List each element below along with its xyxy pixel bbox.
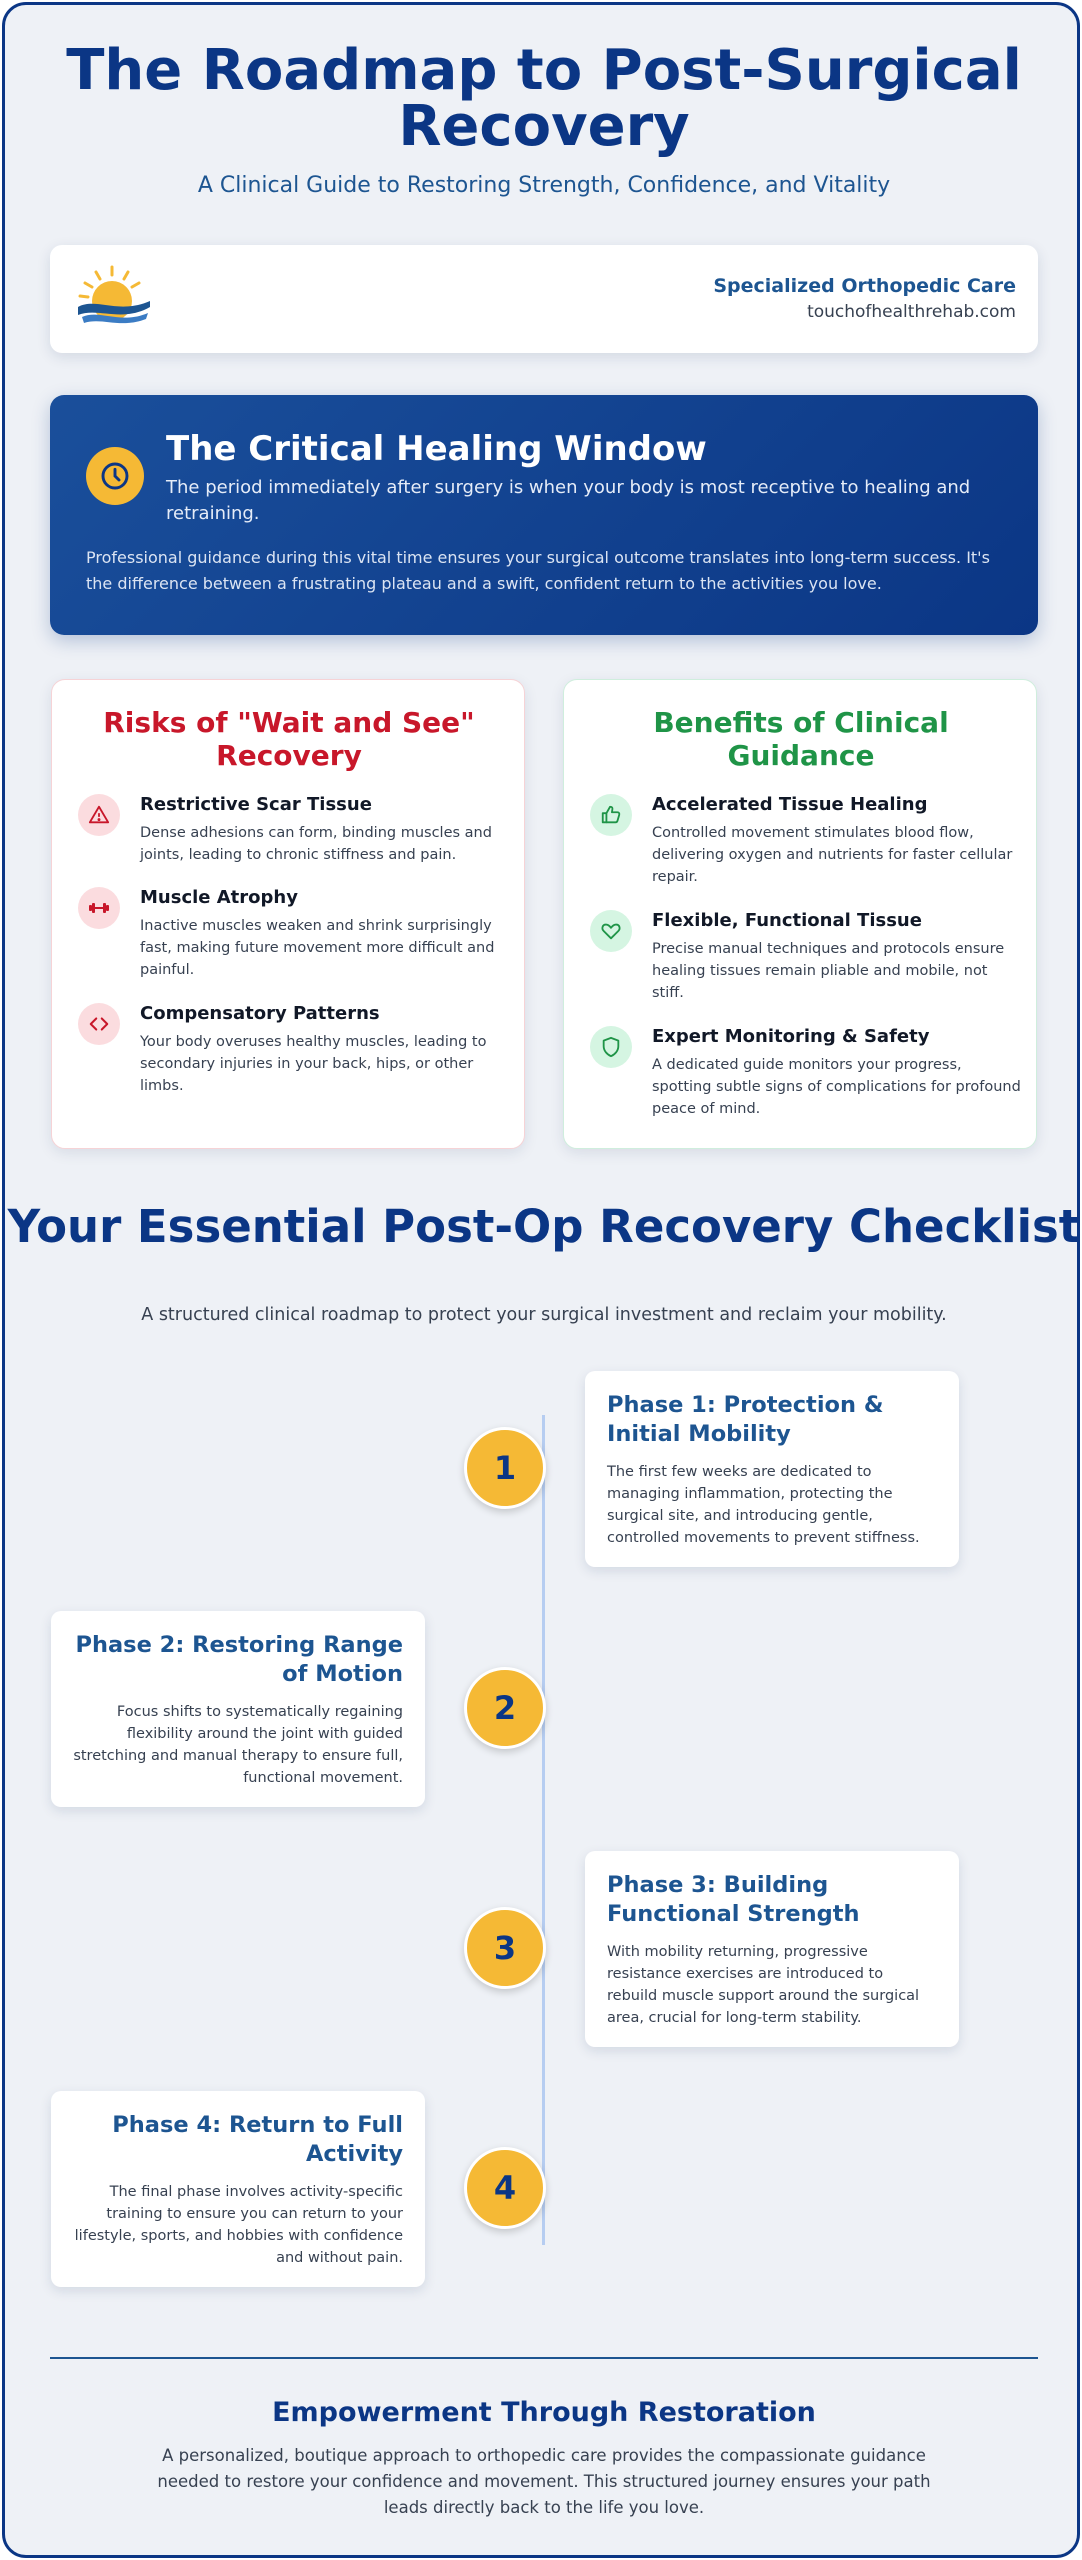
footer-divider [50,2357,1038,2359]
footer-title: Empowerment Through Restoration [272,2397,816,2428]
benefit-item-desc: Precise manual techniques and protocols … [652,941,1005,1001]
phase-card: Phase 1: Protection & Initial Mobility T… [585,1371,959,1567]
dumbbell-icon [78,887,120,929]
heart-icon [590,910,632,952]
page-title: The Roadmap to Post-Surgical Recovery [66,38,1022,159]
benefit-item-title: Accelerated Tissue Healing [652,794,928,815]
clock-icon [86,447,144,505]
brand-card: Specialized Orthopedic Care touchofhealt… [50,245,1038,353]
risk-item-title: Muscle Atrophy [140,887,298,908]
step-number-badge: 2 [464,1667,546,1749]
benefit-item-desc: A dedicated guide monitors your progress… [652,1057,1021,1117]
benefits-title: Benefits of Clinical Guidance [653,706,949,772]
phase-title: Phase 3: Building Functional Strength [607,1872,860,1927]
benefit-item-title: Flexible, Functional Tissue [652,910,922,931]
risk-item-title: Restrictive Scar Tissue [140,794,372,815]
risk-item-desc: Inactive muscles weaken and shrink surpr… [140,918,495,978]
step-number-badge: 4 [464,2147,546,2229]
step-number-badge: 3 [464,1907,546,1989]
healing-window-lead: The period immediately after surgery is … [166,477,971,524]
phase-title: Phase 1: Protection & Initial Mobility [607,1392,884,1447]
risk-item-desc: Your body overuses healthy muscles, lead… [140,1034,487,1094]
checklist-title: Your Essential Post-Op Recovery Checklis… [7,1200,1081,1253]
phase-desc: The final phase involves activity-specif… [74,2184,403,2266]
code-brackets-icon [78,1003,120,1045]
phase-card: Phase 3: Building Functional Strength Wi… [585,1851,959,2047]
benefit-item-desc: Controlled movement stimulates blood flo… [652,825,1013,885]
step-number-badge: 1 [464,1427,546,1509]
warning-icon [78,794,120,836]
benefit-item-title: Expert Monitoring & Safety [652,1026,930,1047]
sunrise-wave-logo [78,265,150,324]
thumbs-up-icon [590,794,632,836]
shield-icon [590,1026,632,1068]
phase-title: Phase 2: Restoring Range of Motion [75,1632,403,1687]
brand-url: touchofhealthrehab.com [807,302,1016,322]
phase-title: Phase 4: Return to Full Activity [112,2112,403,2167]
risks-card: Risks of "Wait and See" Recovery Restric… [51,679,525,1149]
benefits-card: Benefits of Clinical Guidance Accelerate… [563,679,1037,1149]
footer-body: A personalized, boutique approach to ort… [157,2446,931,2517]
risk-item-desc: Dense adhesions can form, binding muscle… [140,825,492,863]
healing-window-title: The Critical Healing Window [166,429,707,469]
risk-item-title: Compensatory Patterns [140,1003,380,1024]
risks-title: Risks of "Wait and See" Recovery [103,706,475,772]
timeline-line [542,1415,545,2245]
page-subtitle: A Clinical Guide to Restoring Strength, … [197,173,891,198]
phase-desc: Focus shifts to systematically regaining… [73,1704,403,1786]
phase-desc: With mobility returning, progressive res… [607,1944,920,2026]
phase-card: Phase 2: Restoring Range of Motion Focus… [51,1611,425,1807]
phase-desc: The first few weeks are dedicated to man… [607,1464,920,1546]
healing-window-body: Professional guidance during this vital … [86,548,990,593]
checklist-subtitle: A structured clinical roadmap to protect… [141,1305,947,1325]
healing-window-card: The Critical Healing Window The period i… [50,395,1038,635]
brand-name: Specialized Orthopedic Care [713,275,1016,297]
phase-card: Phase 4: Return to Full Activity The fin… [51,2091,425,2287]
